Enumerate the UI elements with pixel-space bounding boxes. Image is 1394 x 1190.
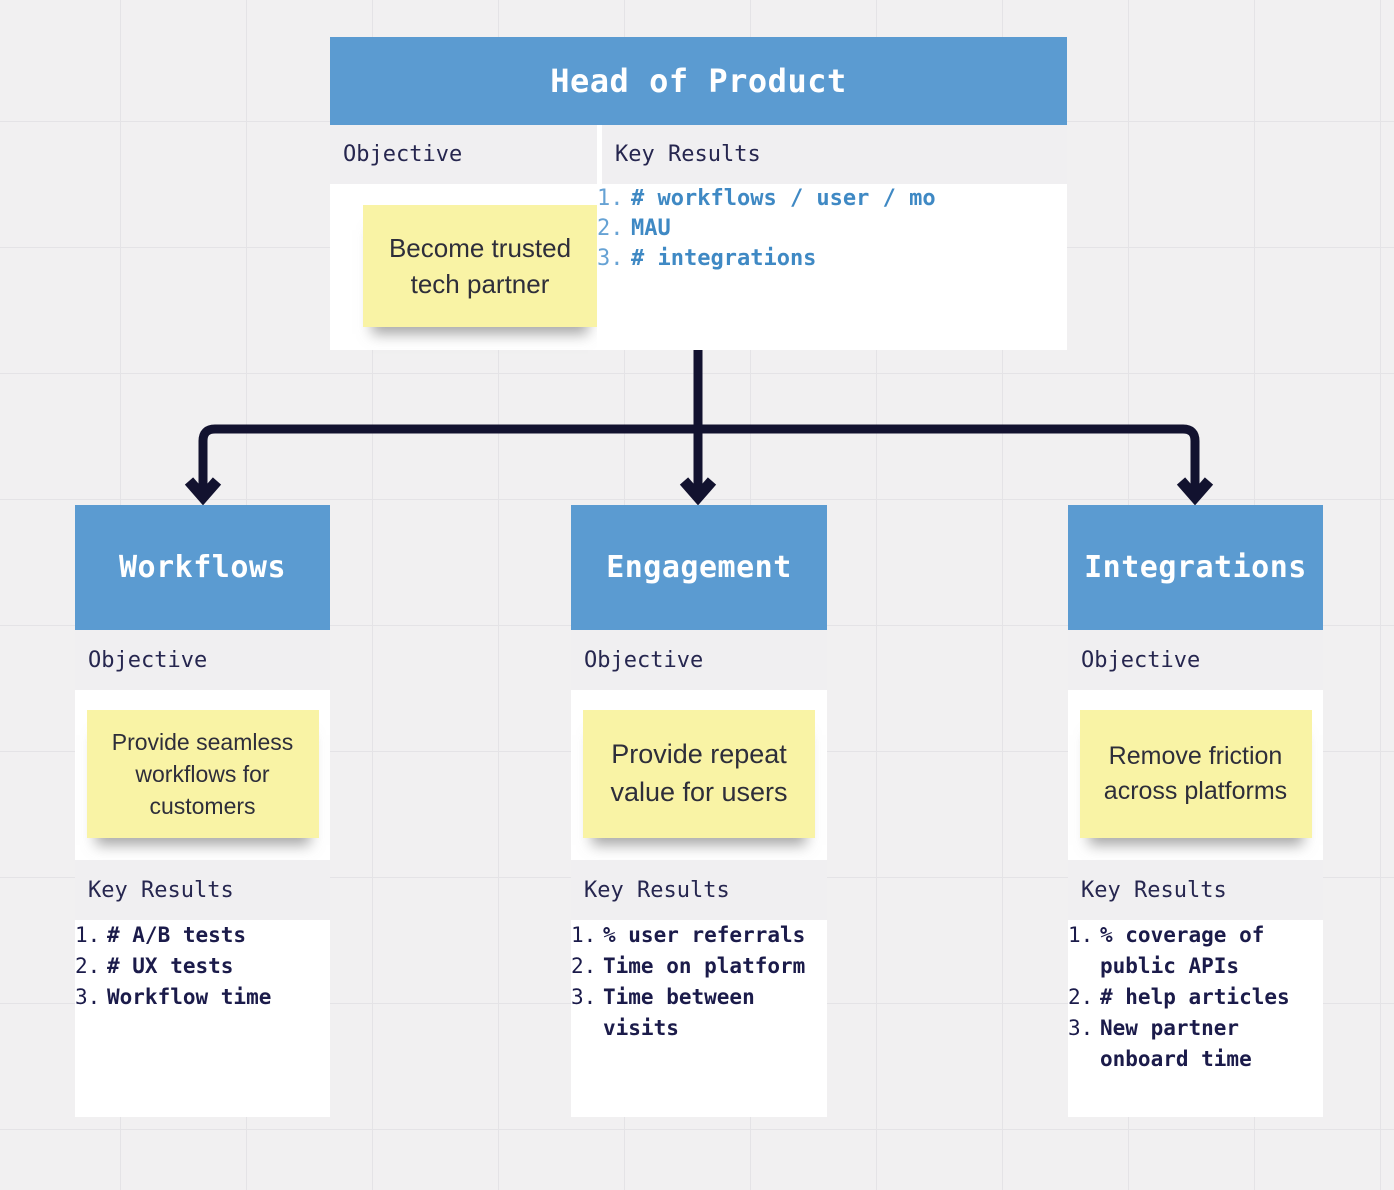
card-title: Head of Product	[550, 62, 847, 100]
key-result-item: # workflows / user / mo	[597, 184, 936, 214]
card-title: Workflows	[118, 550, 287, 585]
sticky-note-objective[interactable]: Remove friction across platforms	[1079, 710, 1312, 838]
column-label-row: Objective Key Results	[330, 125, 1067, 184]
objective-label: Objective	[584, 647, 704, 673]
key-result-item: Workflow time	[75, 982, 272, 1013]
card-body: Become trusted tech partner # workflows …	[330, 184, 1067, 350]
objective-label: Objective	[343, 142, 463, 167]
card-title: Engagement	[606, 550, 792, 585]
arrowhead-left-icon	[184, 477, 222, 506]
key-results-label: Key Results	[88, 877, 234, 903]
objective-cell: Provide seamless workflows for customers	[75, 690, 330, 860]
arrowhead-right-icon	[1176, 477, 1214, 506]
okr-card-integrations[interactable]: Integrations Objective Remove friction a…	[1068, 505, 1323, 1117]
key-results-label: Key Results	[615, 142, 761, 167]
key-result-item: # UX tests	[75, 951, 234, 982]
key-result-item: % coverage of public APIs	[1068, 920, 1265, 978]
sticky-note-text: Provide repeat value for users	[610, 739, 788, 807]
objective-label-row: Objective	[571, 630, 827, 690]
key-results-cell: % coverage of public APIs # help articles…	[1068, 920, 1323, 1117]
key-results-label: Key Results	[1081, 877, 1227, 903]
card-title-bar: Engagement	[571, 505, 827, 630]
card-title-bar: Integrations	[1068, 505, 1323, 630]
objective-label: Objective	[1081, 647, 1201, 673]
sticky-note-text: Become trusted tech partner	[388, 232, 572, 299]
key-results-label-row: Key Results	[571, 860, 827, 920]
key-result-item: # help articles	[1068, 982, 1290, 1013]
key-result-item: MAU	[597, 214, 671, 244]
objective-cell: Remove friction across platforms	[1068, 690, 1323, 860]
objective-label-row: Objective	[1068, 630, 1323, 690]
sticky-note-objective[interactable]: Provide repeat value for users	[583, 710, 815, 838]
objective-label-row: Objective	[75, 630, 330, 690]
card-title-bar: Head of Product	[330, 37, 1067, 125]
sticky-note-objective[interactable]: Become trusted tech partner	[363, 205, 597, 327]
arrowhead-center-icon	[679, 477, 717, 506]
sticky-note-text: Remove friction across platforms	[1103, 742, 1288, 805]
key-result-item: # A/B tests	[75, 920, 247, 951]
okr-card-engagement[interactable]: Engagement Objective Provide repeat valu…	[571, 505, 827, 1117]
key-result-item: Time between visits	[571, 982, 755, 1040]
sticky-note-objective[interactable]: Provide seamless workflows for customers	[86, 710, 319, 838]
objective-cell: Provide repeat value for users	[571, 690, 827, 860]
key-results-label-row: Key Results	[1068, 860, 1323, 920]
card-title-bar: Workflows	[75, 505, 330, 630]
okr-card-workflows[interactable]: Workflows Objective Provide seamless wor…	[75, 505, 330, 1117]
objective-cell: Become trusted tech partner	[330, 184, 597, 350]
key-results-label: Key Results	[584, 877, 730, 903]
key-result-item: Time on platform	[571, 951, 806, 982]
connector-right-branch	[698, 424, 1200, 496]
key-results-label-row: Key Results	[75, 860, 330, 920]
key-result-item: % user referrals	[571, 920, 806, 951]
sticky-note-text: Provide seamless workflows for customers	[111, 728, 294, 820]
connector-left-branch	[198, 424, 698, 496]
key-result-item: New partner onboard time	[1068, 1013, 1252, 1071]
key-results-list: % coverage of public APIs # help articles…	[1068, 920, 1323, 1075]
key-results-label-cell: Key Results	[602, 125, 1067, 184]
objective-label: Objective	[88, 647, 208, 673]
column-divider	[597, 125, 602, 184]
card-title: Integrations	[1084, 550, 1307, 585]
key-result-item: # integrations	[597, 244, 817, 274]
okr-card-head-of-product[interactable]: Head of Product Objective Key Results Be…	[330, 37, 1067, 350]
objective-label-cell: Objective	[330, 125, 597, 184]
